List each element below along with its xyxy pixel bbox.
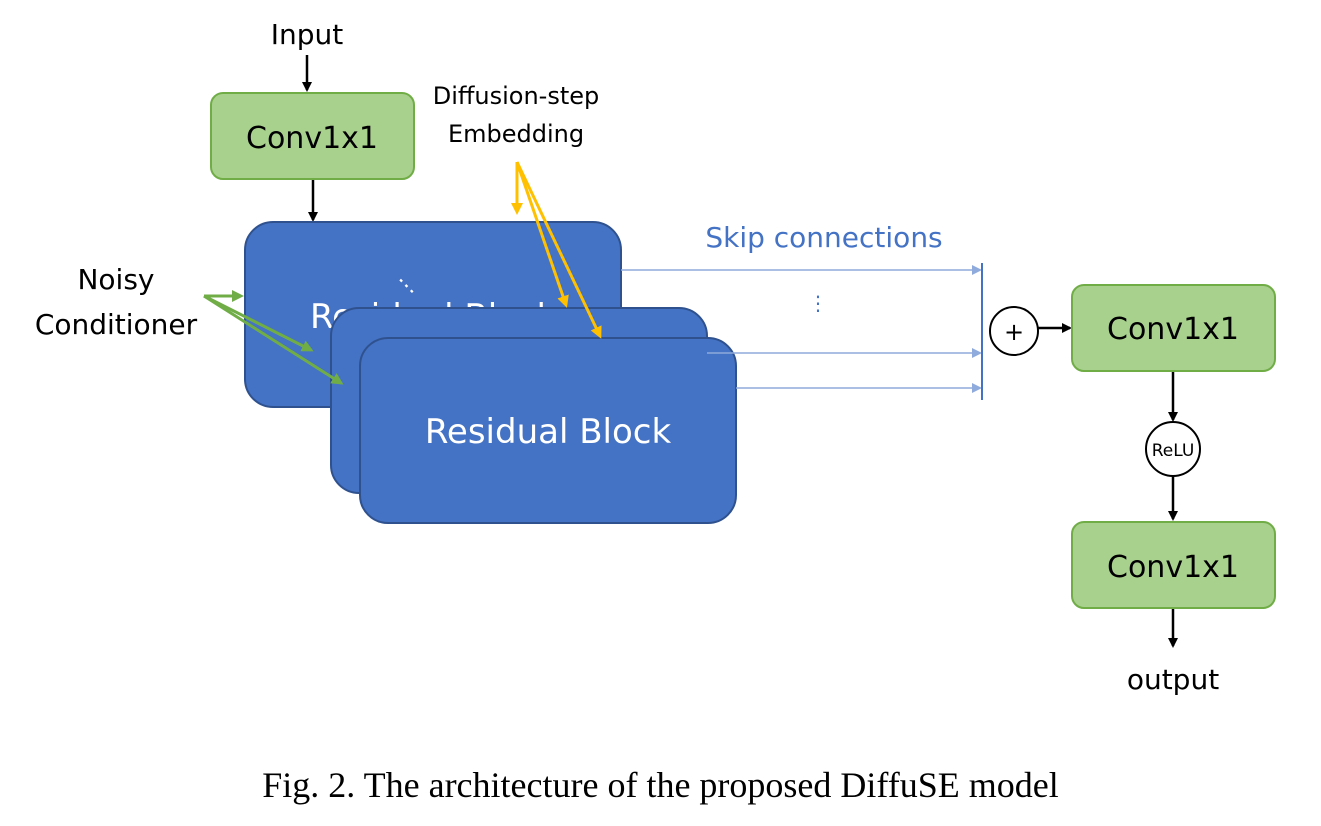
skip-connection-lines bbox=[621, 265, 982, 393]
diffusion-step-arrows bbox=[511, 161, 602, 339]
figure-caption: Fig. 2. The architecture of the proposed… bbox=[262, 765, 1059, 805]
noisy-conditioner-line2: Conditioner bbox=[35, 308, 198, 341]
noisy-conditioner-arrows bbox=[203, 290, 344, 385]
relu-label: ReLU bbox=[1152, 441, 1195, 461]
noisy-conditioner-line1: Noisy bbox=[77, 263, 154, 296]
diffuse-architecture-diagram: Input Conv1x1 Residual Block ⋮ Residual … bbox=[35, 18, 1276, 696]
relu-node: ReLU bbox=[1145, 421, 1201, 477]
conv1x1-output-label-1: Conv1x1 bbox=[1107, 312, 1239, 347]
skip-connections-label: Skip connections bbox=[705, 221, 942, 254]
diffusion-step-label-line1: Diffusion-step bbox=[433, 82, 600, 110]
conv1x1-output-block-2: Conv1x1 bbox=[1071, 521, 1276, 609]
conv1x1-output-block-1: Conv1x1 bbox=[1071, 284, 1276, 372]
conv1x1-input-block: Conv1x1 bbox=[210, 92, 415, 180]
sum-node: + bbox=[989, 306, 1039, 356]
output-label: output bbox=[1127, 663, 1219, 696]
skip-dots: ⋮ bbox=[808, 291, 828, 315]
sum-symbol: + bbox=[1004, 318, 1024, 346]
conv1x1-input-label: Conv1x1 bbox=[246, 121, 378, 156]
residual-block-front: Residual Block bbox=[359, 337, 737, 524]
residual-block-front-label: Residual Block bbox=[425, 412, 672, 452]
conv1x1-output-label-2: Conv1x1 bbox=[1107, 550, 1239, 585]
diffusion-step-label-line2: Embedding bbox=[448, 120, 584, 148]
input-label: Input bbox=[271, 18, 344, 51]
